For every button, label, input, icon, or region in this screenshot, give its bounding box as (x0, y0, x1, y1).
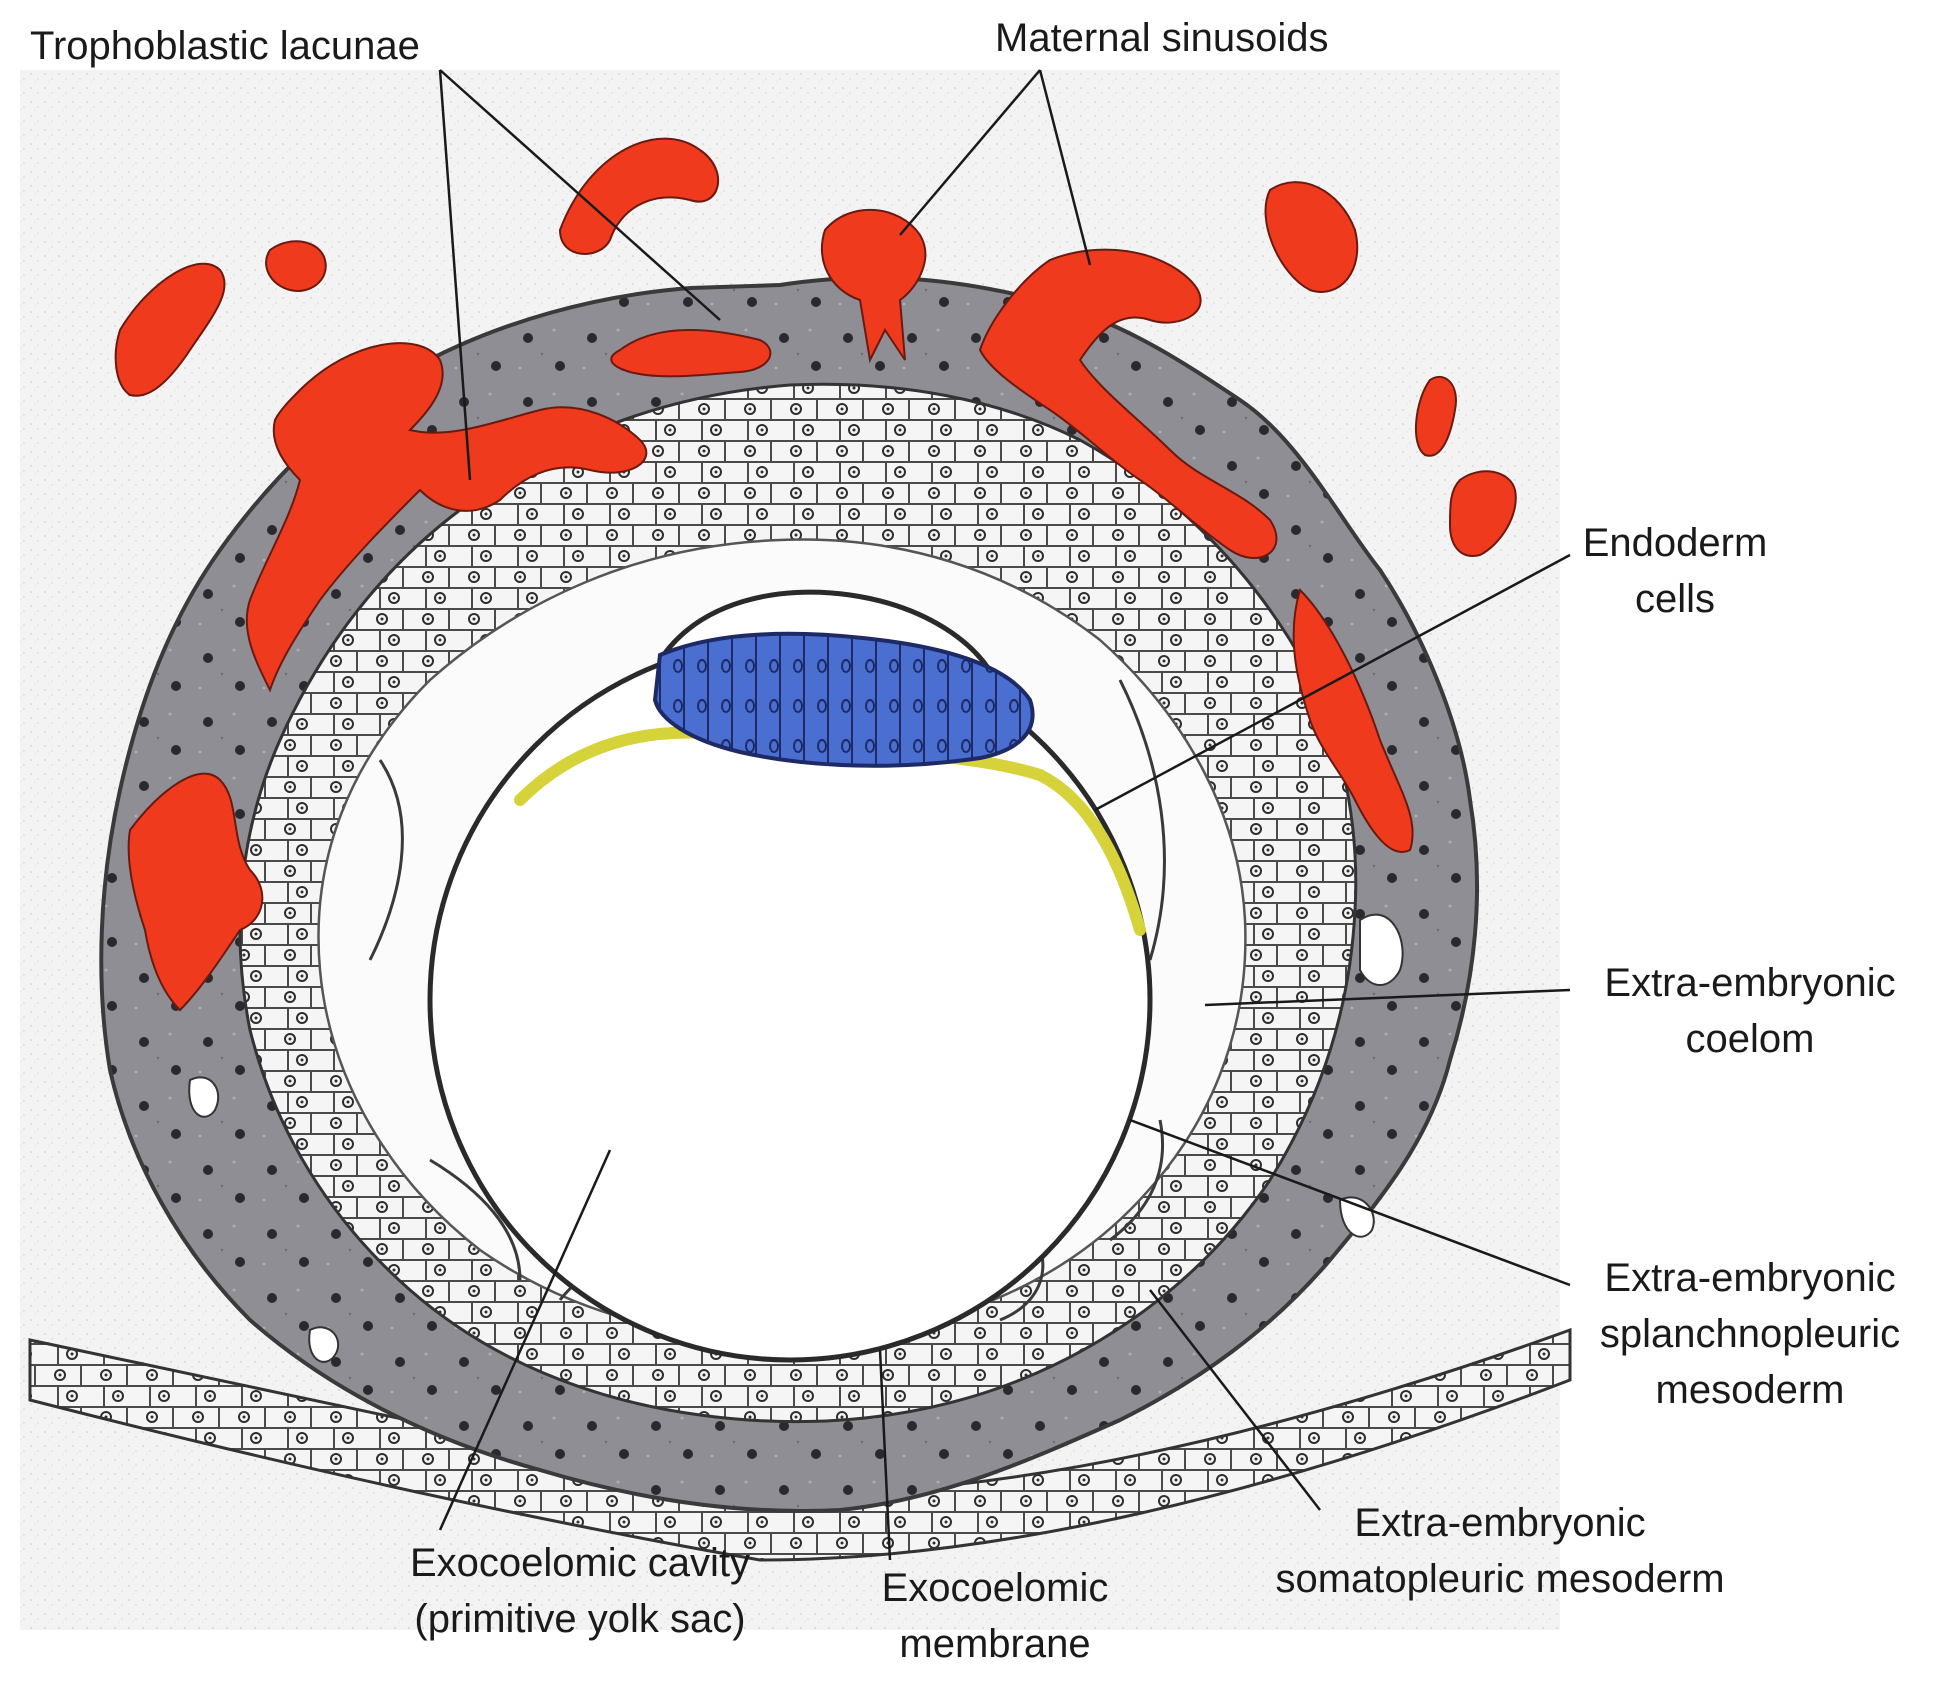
label-exocoelomic-membrane: Exocoelomic membrane (881, 1566, 1109, 1666)
leader-endoderm-cells (1094, 553, 1571, 812)
label-endoderm-cells: Endoderm cells (1582, 521, 1768, 621)
label-exocoelomic-cavity: Exocoelomic cavity (primitive yolk sac) (409, 1541, 751, 1641)
leader-extra-embryonic-coelom (1204, 988, 1571, 1007)
label-extra-embryonic-coelom: Extra-embryonic coelom (1604, 961, 1896, 1061)
leader-exocoelomic-cavity (438, 1149, 612, 1531)
label-maternal-sinusoids: Maternal sinusoids (995, 16, 1329, 60)
label-splanchnopleuric-mesoderm: Extra-embryonic splanchnopleuric mesoder… (1599, 1256, 1901, 1412)
leader-trophoblastic-lacunae-2 (438, 69, 472, 481)
leader-maternal-sinusoids-2 (1038, 69, 1092, 266)
leader-maternal-sinusoids-1 (899, 69, 1041, 236)
maternal-blood-lacunae (114, 137, 1517, 1012)
leader-splanchnopleuric-mesoderm (1129, 1118, 1571, 1287)
label-trophoblastic-lacunae: Trophoblastic lacunae (30, 24, 420, 68)
label-somatopleuric-mesoderm: Extra-embryonic somatopleuric mesoderm (1275, 1501, 1725, 1601)
trophoblast-gaps (188, 913, 1404, 1363)
leader-lines (438, 69, 1571, 1561)
leader-somatopleuric-mesoderm (1149, 1289, 1321, 1511)
leader-trophoblastic-lacunae-1 (439, 69, 721, 321)
epiblast-disc (652, 631, 1035, 768)
leader-exocoelomic-membrane (878, 1349, 892, 1561)
